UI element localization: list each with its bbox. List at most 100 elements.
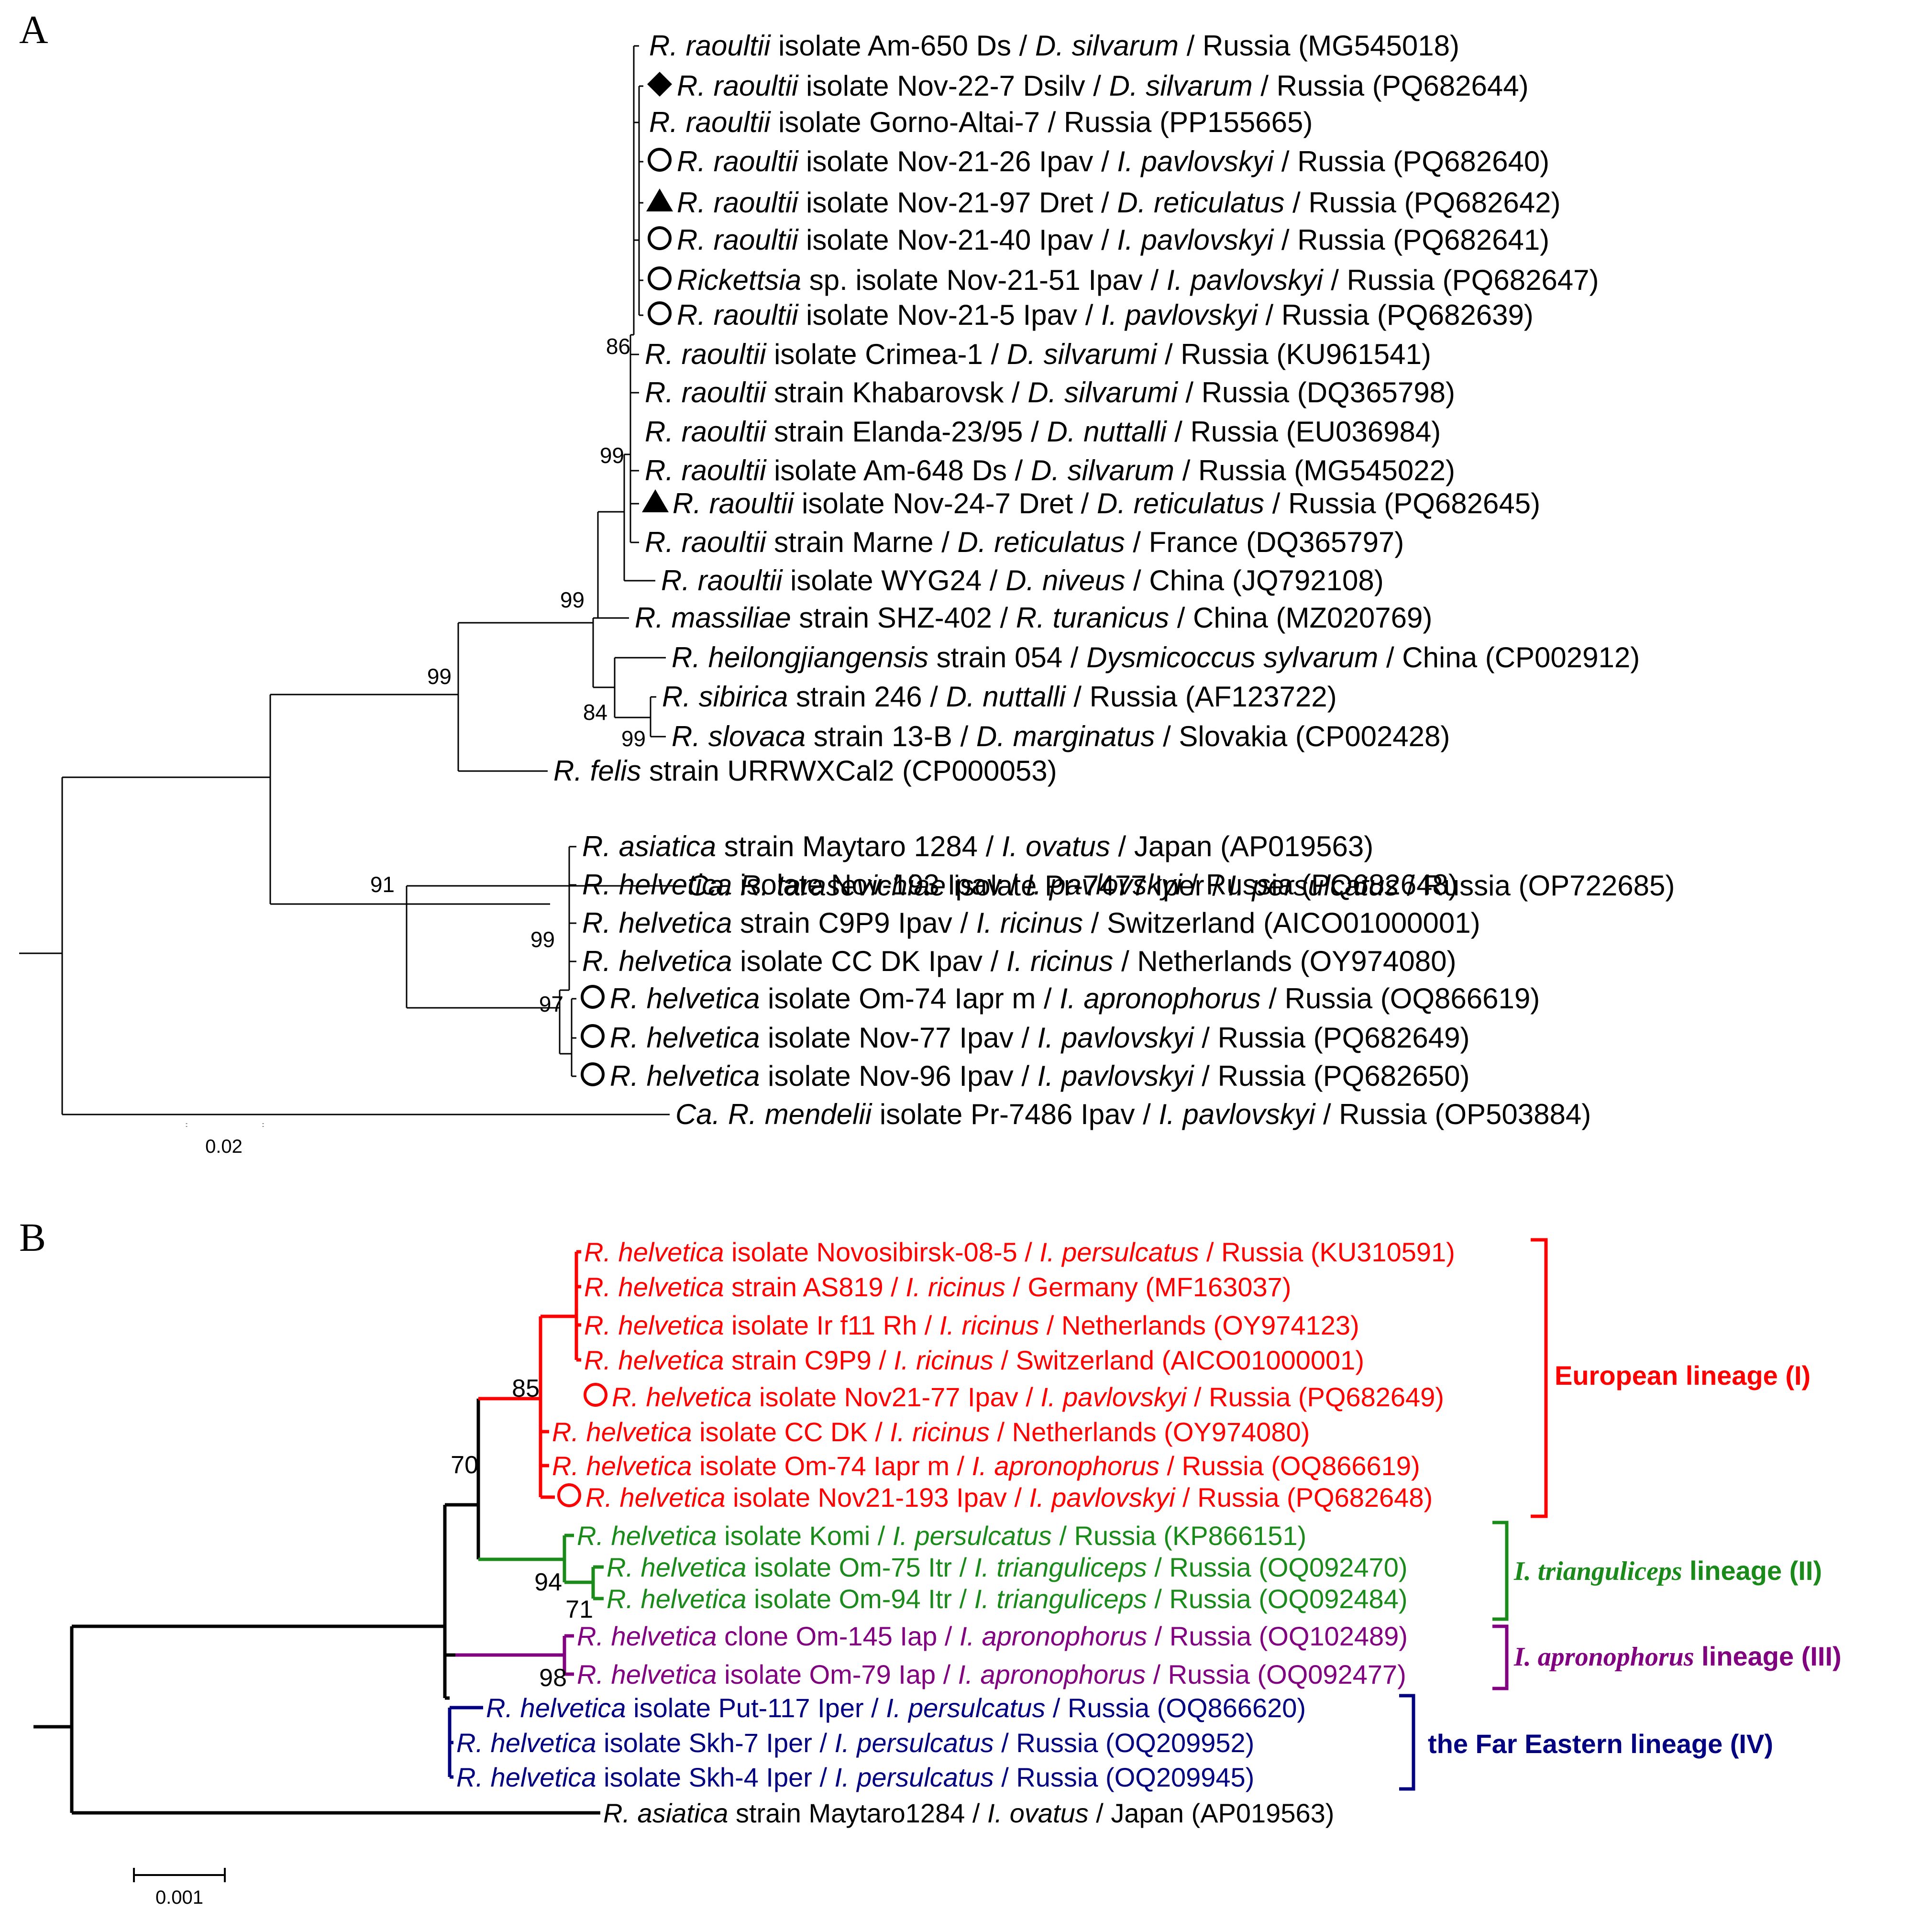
taxon-text1: isolate Am-648 Ds / [766, 454, 1023, 486]
taxon-species: raoultii [701, 487, 795, 519]
bootstrap-value: 99 [621, 726, 646, 751]
taxon-species: felis [582, 755, 641, 787]
taxon-text1: isolate Nov-21-26 Ipav / [798, 145, 1109, 177]
taxon-species: helvetica [639, 1382, 752, 1412]
taxon-text1: strain Elanda-23/95 / [766, 416, 1039, 448]
taxon-text2: / Russia (PQ682639) [1258, 299, 1534, 331]
taxon-species: helvetica [611, 1237, 724, 1267]
taxon-species: raoultii [673, 526, 767, 558]
taxon-text2: / Russia (OP503884) [1315, 1098, 1591, 1130]
scale-label: 0.02 [205, 1136, 243, 1157]
taxon-genus: R. [585, 1482, 612, 1512]
taxon-label: R. helvetica isolate Nov-193 Ipav / I. p… [582, 869, 1458, 901]
taxon-species: asiatica [630, 1798, 728, 1828]
taxon-species: sibirica [691, 681, 788, 713]
taxon-label: R. raoultii isolate Nov-22-7 Dsilv / D. … [677, 70, 1529, 102]
taxon-text1: isolate Nov-22-7 Dsilv / [798, 70, 1101, 102]
taxon-label: R. raoultii isolate Am-650 Ds / D. silva… [649, 30, 1459, 62]
branch [478, 1534, 604, 1600]
taxon-genus: R. [552, 1417, 579, 1447]
taxon-text2: / Russia (KU961541) [1157, 338, 1431, 370]
taxon-genus: R. [486, 1693, 513, 1723]
taxon-label: R. raoultii isolate Crimea-1 / D. silvar… [645, 338, 1431, 370]
taxon-species: raoultii [706, 224, 799, 256]
panel-b-taxon-labels: R. helvetica isolate Novosibirsk-08-5 / … [456, 1237, 1455, 1828]
bootstrap-value: 94 [534, 1568, 562, 1596]
taxon-species: helvetica [604, 1521, 717, 1551]
open-circle-marker [557, 1483, 581, 1507]
taxon-species: raoultii [690, 564, 783, 596]
taxon-host: I. pavlovskyi [1159, 264, 1324, 296]
taxon-text1: strain 246 / [788, 681, 938, 713]
taxon-label: R. raoultii isolate Nov-21-97 Dret / D. … [677, 187, 1560, 219]
taxon-text1: isolate Nov-21-97 Dret / [798, 187, 1109, 219]
branch [407, 846, 576, 1054]
bootstrap-value: 84 [583, 700, 607, 725]
taxon-genus: R. [584, 1237, 611, 1267]
taxon-text2: / Russia (MG545022) [1174, 454, 1455, 486]
taxon-genus: R. [584, 1345, 611, 1375]
taxon-genus: R. [645, 526, 673, 558]
branch [638, 85, 643, 316]
taxon-genus: R. [677, 224, 706, 256]
open-circle-marker [648, 148, 672, 172]
taxon-label: R. massiliae strain SHZ-402 / R. turanic… [635, 602, 1432, 634]
open-circle-marker [648, 301, 672, 325]
taxon-text1: isolate Om-74 Iapr m / [760, 982, 1052, 1015]
branch [33, 1626, 600, 1815]
taxon-text2: / Russia (PQ682649) [1194, 1022, 1470, 1054]
taxon-species: mendelii [757, 1098, 872, 1130]
taxon-host: I. persulcatus [879, 1693, 1046, 1723]
taxon-label: R. raoultii isolate Nov-21-5 Ipav / I. p… [677, 299, 1534, 331]
branch [445, 1399, 480, 1559]
taxon-text1: isolate Nov-21-40 Ipav / [798, 224, 1109, 256]
taxon-species: slovaca [700, 720, 806, 752]
panel-b-label: B [19, 1215, 46, 1260]
taxon-text1: strain AS819 / [724, 1272, 899, 1302]
taxon-species: helvetica [483, 1762, 596, 1792]
taxon-species: helvetica [611, 1310, 724, 1340]
open-circle-marker [581, 985, 605, 1009]
taxon-host: I. ovatus [994, 830, 1110, 862]
lineage-label: European lineage (I) [1555, 1360, 1811, 1390]
taxon-species: heilongjiangensis [700, 641, 928, 673]
lineage-pre: the Far Eastern lineage (IV) [1428, 1729, 1773, 1759]
branch [560, 998, 576, 1077]
taxon-label: R. slovaca strain 13-B / D. marginatus /… [672, 720, 1450, 752]
taxon-genus: Ca. R. [675, 1098, 757, 1130]
taxon-text2: / China (JQ792108) [1125, 564, 1383, 596]
taxon-genus: R. [649, 30, 678, 62]
taxon-text1: isolate Pr-7477 Iper / [946, 870, 1220, 902]
taxon-label: R. sibirica strain 246 / D. nuttalli / R… [662, 681, 1337, 713]
taxon-genus: R. [677, 70, 706, 102]
taxon-text2: / Russia (OP722685) [1399, 870, 1675, 902]
taxon-host: I. persulcatus [827, 1728, 994, 1758]
scale-label: 0.001 [155, 1887, 203, 1908]
taxon-genus: R. [553, 755, 582, 787]
panel-a-label: A [19, 8, 48, 52]
taxon-text1: isolate Nov-21-5 Ipav / [798, 299, 1093, 331]
taxon-text1: strain C9P9 Ipav / [732, 907, 968, 939]
taxon-host: I. apronophorus [964, 1451, 1159, 1481]
taxon-host: I. trianguliceps [967, 1552, 1147, 1582]
bootstrap-value: 91 [370, 872, 395, 897]
taxon-host: I. pavlovskyi [1109, 145, 1274, 177]
taxon-text1: isolate Novosibirsk-08-5 / [724, 1237, 1033, 1267]
taxon-species: helvetica [633, 1552, 747, 1582]
taxon-host: I. persulcatus [885, 1521, 1052, 1551]
taxon-text1: isolate Skh-4 Iper / [596, 1762, 828, 1792]
taxon-species: helvetica [579, 1451, 692, 1481]
taxon-text2: / Russia (OQ866620) [1045, 1693, 1306, 1723]
taxon-genus: R. [607, 1552, 633, 1582]
taxon-species: helvetica [639, 982, 760, 1015]
taxon-label: R. helvetica isolate Nov21-77 Ipav / I. … [612, 1382, 1444, 1412]
taxon-species: raoultii [706, 299, 799, 331]
taxon-label: R. helvetica isolate Komi / I. persulcat… [577, 1521, 1306, 1551]
taxon-label: R. helvetica clone Om-145 Iap / I. apron… [577, 1621, 1408, 1651]
taxon-host: I. apronophorus [952, 1621, 1147, 1651]
taxon-host: I. pavlovskyi [1109, 224, 1274, 256]
taxon-host: D. silvarum [1027, 30, 1179, 62]
taxon-species: helvetica [611, 869, 732, 901]
branch [72, 1505, 447, 1698]
bootstrap-value: 97 [539, 992, 563, 1016]
